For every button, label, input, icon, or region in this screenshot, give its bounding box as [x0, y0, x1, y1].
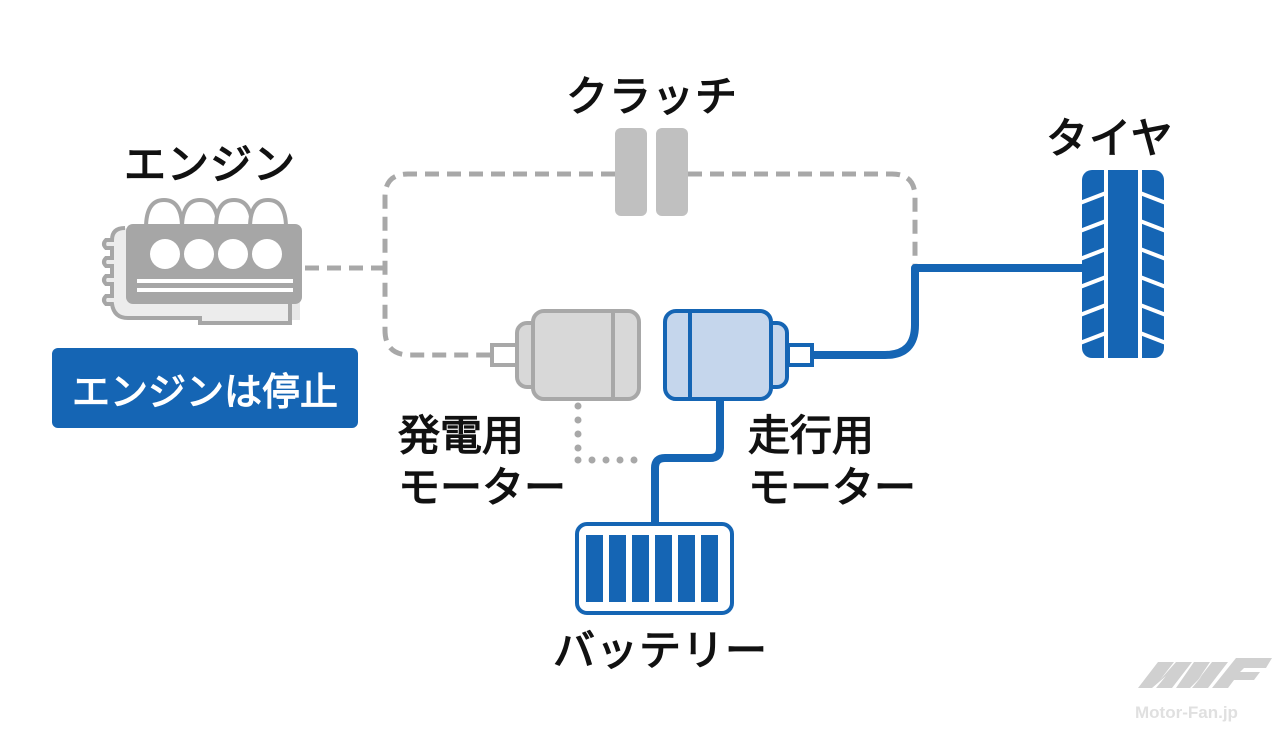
generator-battery-dotted-line	[574, 402, 638, 464]
clutch-loop-right	[688, 171, 918, 265]
motor-fan-logo-icon	[1138, 658, 1272, 688]
clutch-loop-left	[382, 171, 615, 358]
battery-label: バッテリー	[553, 626, 769, 675]
engine-stopped-badge: エンジンは停止	[52, 348, 358, 428]
clutch-icon	[615, 128, 688, 216]
tire-icon	[1079, 168, 1167, 360]
inactive-power-paths	[305, 171, 918, 358]
drive-motor-label: 走行用 モーター	[748, 411, 917, 512]
tire-label: タイヤ	[1046, 114, 1174, 163]
drive-motor-to-tire-line	[812, 264, 1085, 359]
engine-icon	[102, 197, 302, 325]
generator-motor-icon	[490, 309, 641, 401]
watermark-text: Motor-Fan.jp	[1135, 703, 1238, 722]
battery-icon	[575, 522, 734, 615]
generator-motor-label: 発電用 モーター	[398, 411, 567, 512]
battery-to-drive-motor-line	[651, 398, 724, 522]
active-power-paths	[651, 264, 1085, 522]
drive-motor-icon	[663, 309, 814, 401]
engine-label: エンジン	[124, 140, 297, 189]
clutch-label: クラッチ	[566, 72, 739, 121]
